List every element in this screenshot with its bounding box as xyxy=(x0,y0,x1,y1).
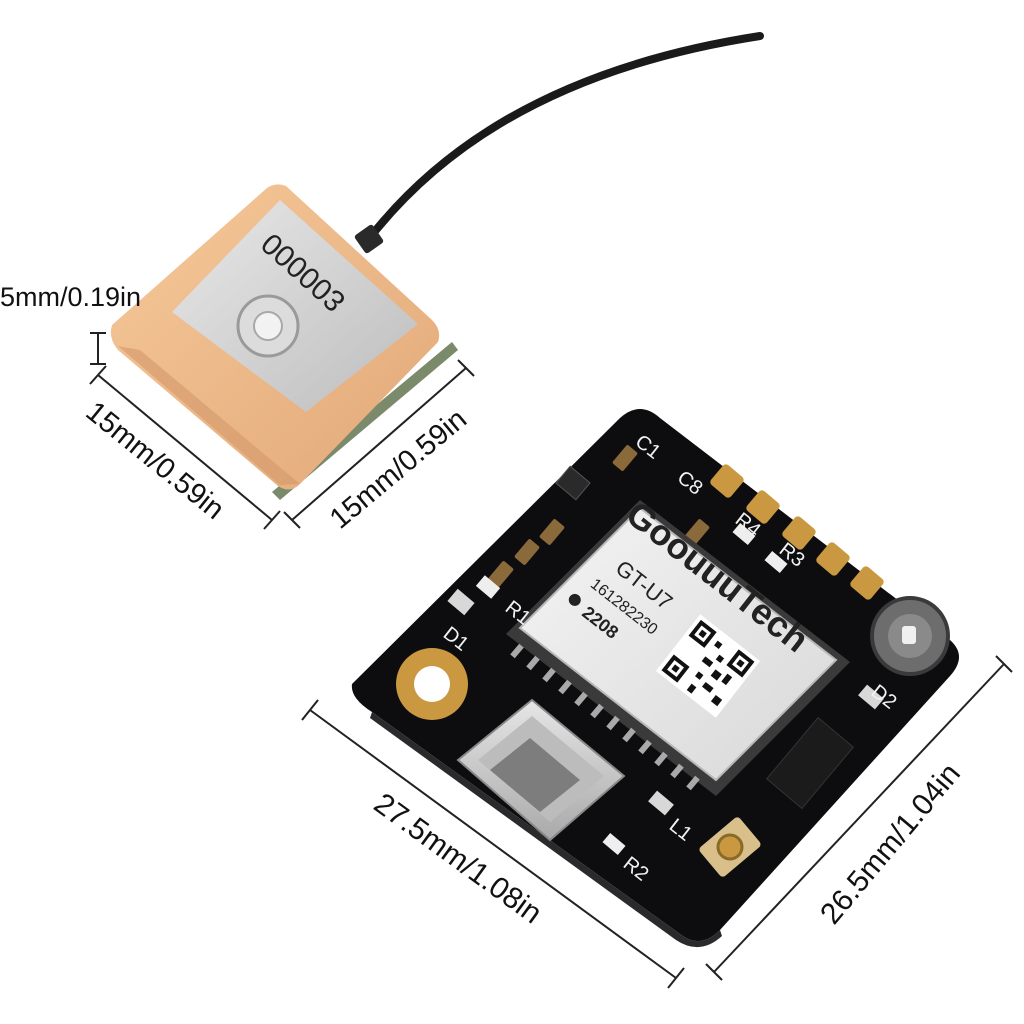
micro-usb-port xyxy=(456,698,626,842)
antenna-height-dimension xyxy=(90,332,106,365)
pin1-dot xyxy=(568,593,581,606)
antenna-cable xyxy=(364,32,764,244)
gps-board: GoouuuTech GT-U7 161282230 2208 xyxy=(351,409,959,948)
antenna-width-right-dimension xyxy=(283,359,475,529)
antenna-patch xyxy=(172,200,418,412)
header-pads xyxy=(710,464,884,600)
cable-ferrule xyxy=(354,224,384,254)
gps-module-shield: GoouuuTech GT-U7 161282230 2208 xyxy=(506,493,850,796)
ceramic-antenna: 000003 xyxy=(110,184,458,500)
antenna-width-left-dimension xyxy=(89,365,281,530)
antenna-height-label: 5mm/0.19in xyxy=(0,282,141,312)
ufl-connector xyxy=(699,817,761,877)
board-height-dimension xyxy=(705,655,1013,981)
module-castellated-pins xyxy=(510,643,700,791)
smd-components xyxy=(447,445,884,856)
qr-code xyxy=(655,614,761,718)
board-width-dimension xyxy=(301,699,685,989)
regulator-ic xyxy=(765,716,855,810)
